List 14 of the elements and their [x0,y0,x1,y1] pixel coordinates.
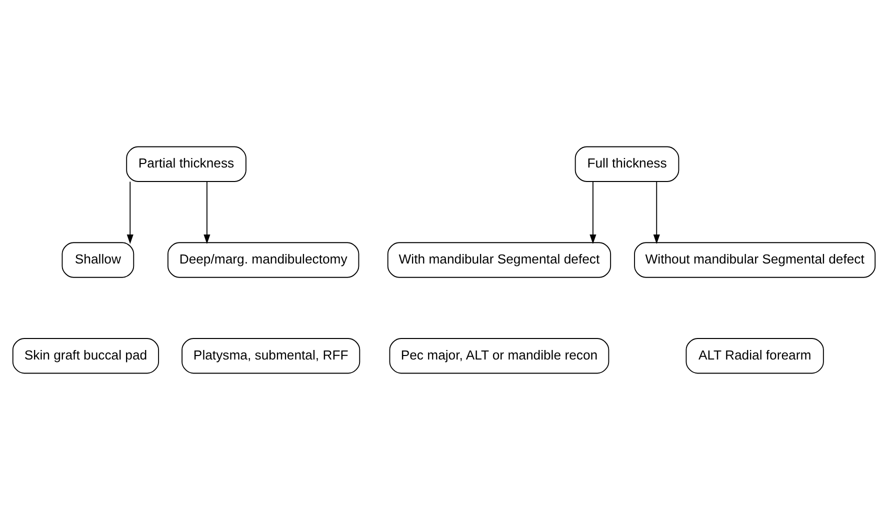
node-box: Partial thickness [126,146,246,182]
node-box: Shallow [62,242,134,278]
node-box: With mandibular Segmental defect [387,242,612,278]
arrow [126,181,134,244]
arrow [653,181,660,244]
node-box: Deep/marg. mandibulectomy [167,242,360,278]
node-box: Full thickness [574,146,680,182]
node-box: Platysma, submental, RFF [182,338,360,374]
node-box: Pec major, ALT or mandible recon [389,338,610,374]
arrow [204,181,210,244]
arrow [590,181,596,244]
node-box: ALT Radial forearm [686,338,824,374]
node-box: Without mandibular Segmental defect [634,242,876,278]
node-box: Skin graft buccal pad [12,338,160,374]
